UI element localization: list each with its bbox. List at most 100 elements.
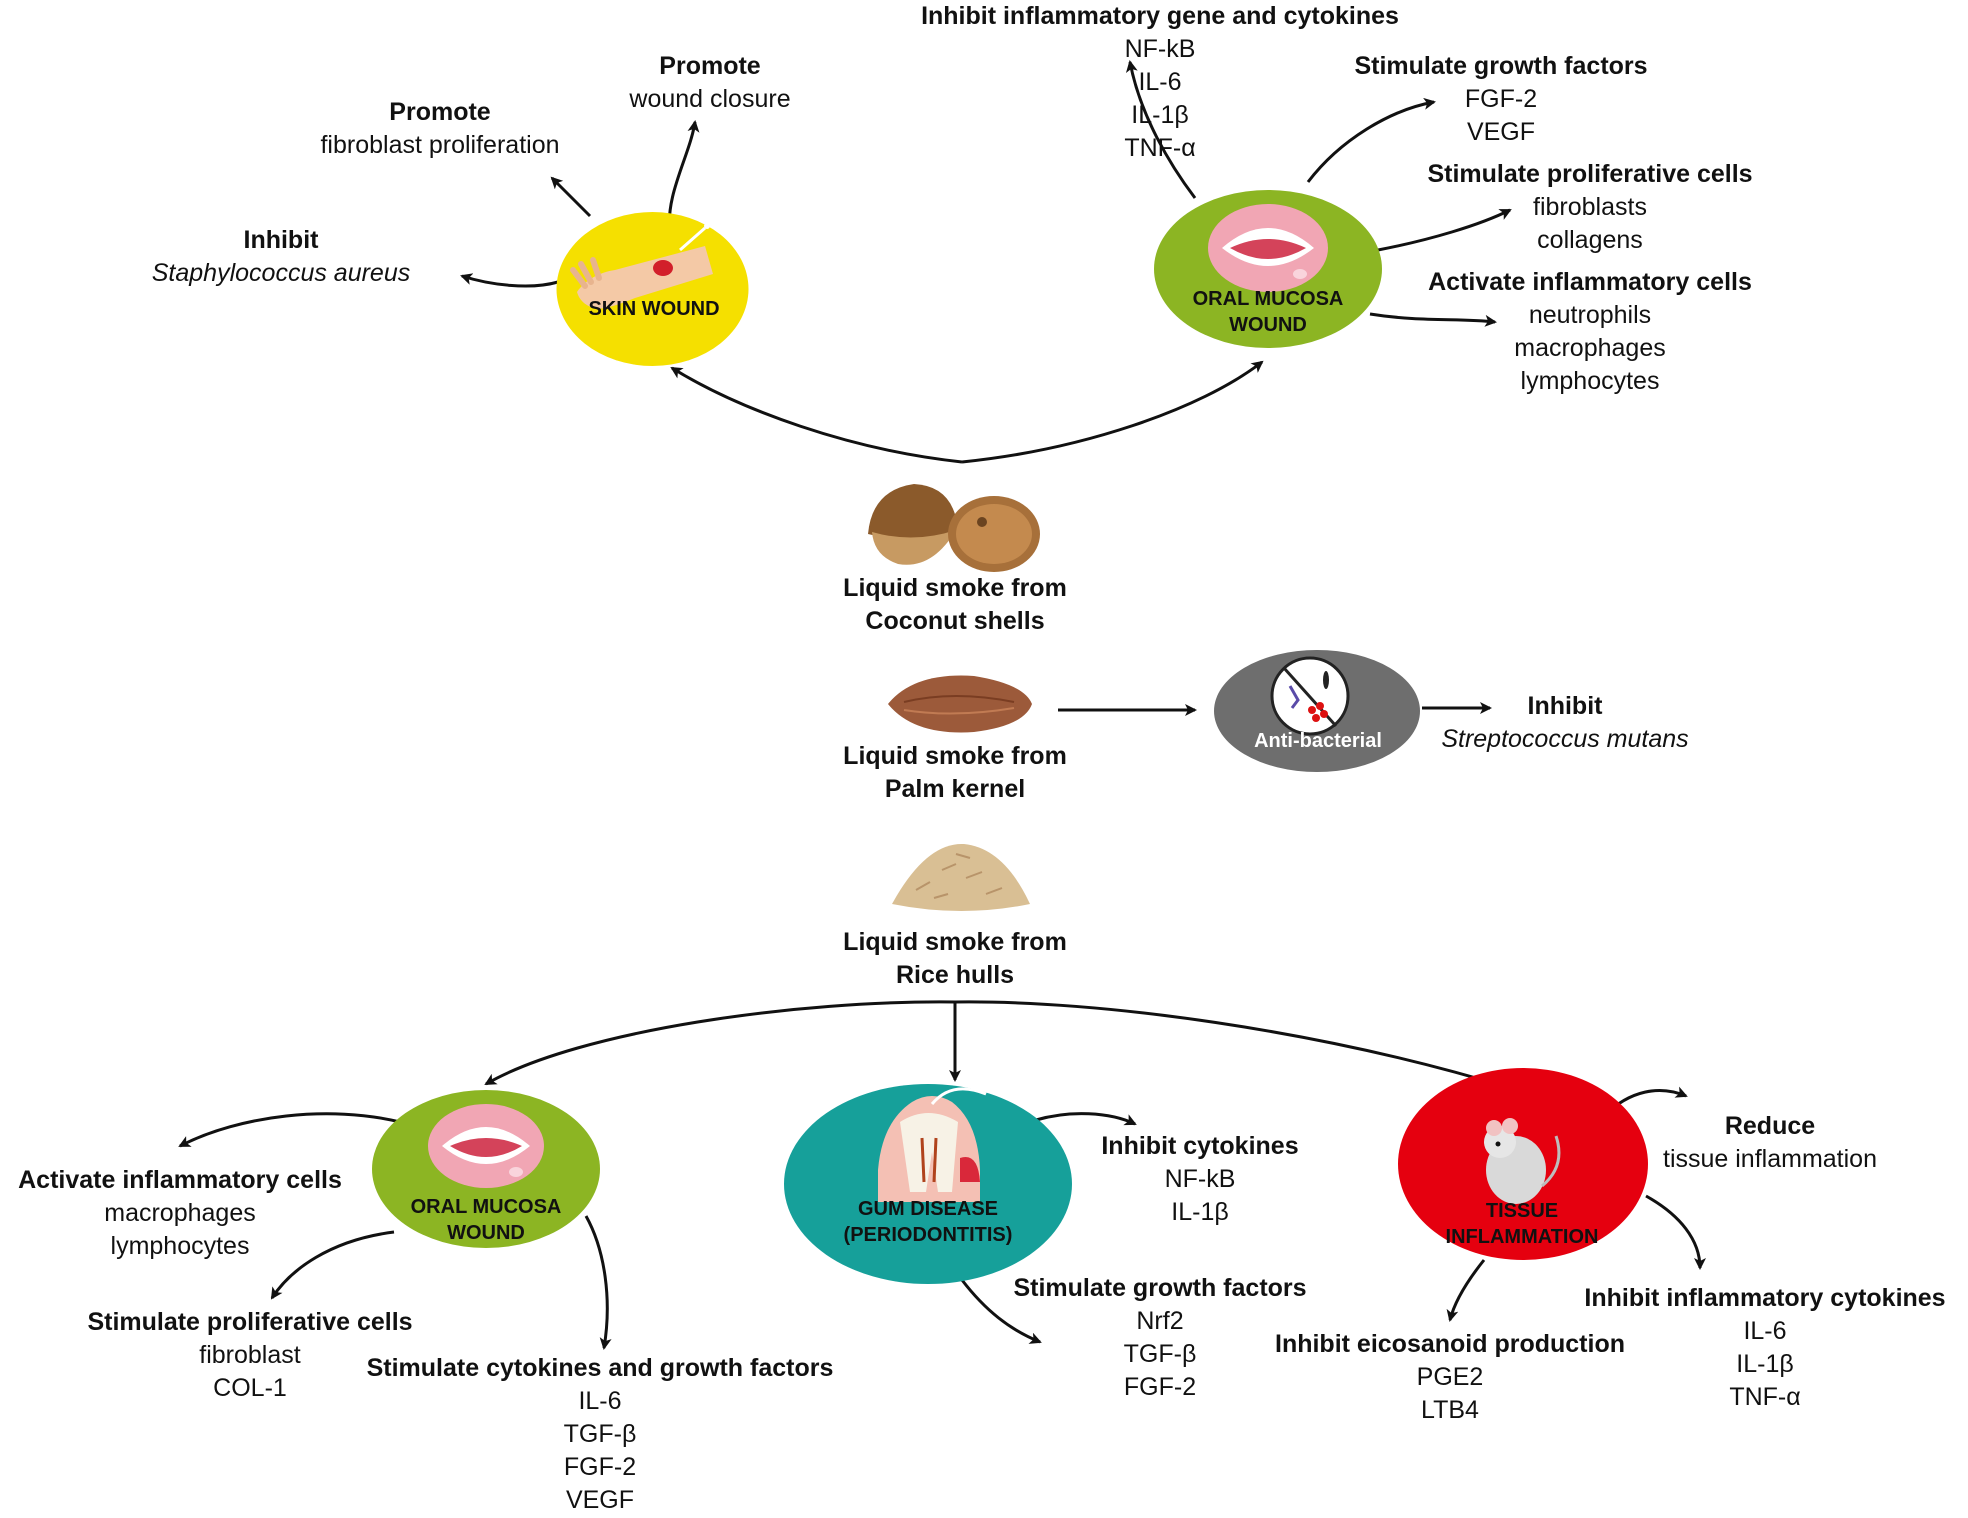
mouse-icon: [1484, 1118, 1561, 1204]
skin-effect-staph: Inhibit Staphylococcus aureus: [146, 224, 416, 290]
effect-heading: Inhibit eicosanoid production: [1275, 1330, 1625, 1358]
mouth-icon: [428, 1104, 544, 1188]
arrow-oral-bottom-to-activate: [178, 1112, 401, 1148]
mouth-icon: [1208, 204, 1328, 292]
effect-item: tissue inflammation: [1663, 1145, 1877, 1173]
effect-item: VEGF: [1466, 118, 1536, 146]
effect-heading: Activate inflammatory cells: [1428, 268, 1752, 296]
effect-heading: Stimulate proliferative cells: [87, 1308, 413, 1336]
tissue-inflammation-node: [1398, 1068, 1648, 1260]
effect-item: PGE2: [1416, 1363, 1484, 1391]
effect-heading: Stimulate cytokines and growth factors: [366, 1354, 834, 1382]
tissue-effect-cytokines: Inhibit inflammatory cytokines IL-6 IL-1…: [1566, 1282, 1964, 1414]
effect-heading: Inhibit cytokines: [1101, 1132, 1299, 1160]
oral-mucosa-bottom-node: [372, 1090, 600, 1248]
arrow-coconut-to-skin: [670, 366, 963, 464]
arrow-coconut-to-oral-top: [961, 360, 1264, 464]
oral-mucosa-top-line2: WOUND: [1229, 314, 1307, 336]
arrow-oral-top-to-prolif: [1377, 208, 1512, 252]
tissue-effect-eicosanoid: Inhibit eicosanoid production PGE2 LTB4: [1250, 1328, 1650, 1427]
effect-item: Streptococcus mutans: [1441, 725, 1689, 753]
oral-mucosa-top-label: ORAL MUCOSA WOUND: [1168, 286, 1368, 338]
rice-hulls-image: [892, 843, 1030, 911]
effect-item: TNF-α: [1729, 1383, 1801, 1411]
effect-heading: Stimulate growth factors: [1354, 52, 1648, 80]
coconut-source-line2: Coconut shells: [865, 607, 1045, 635]
effect-item: wound closure: [629, 85, 791, 113]
effect-heading: Inhibit: [1527, 692, 1603, 720]
effect-heading: Reduce: [1724, 1112, 1816, 1140]
arrow-oral-bottom-to-cyto: [584, 1215, 612, 1350]
effect-item: Staphylococcus aureus: [151, 259, 411, 287]
effect-heading: Inhibit inflammatory cytokines: [1584, 1284, 1946, 1312]
oral-mucosa-bottom-line1: ORAL MUCOSA: [410, 1196, 562, 1218]
effect-heading: Stimulate proliferative cells: [1427, 160, 1753, 188]
tissue-inflammation-line1: TISSUE: [1485, 1200, 1559, 1222]
arrow-skin-to-staph: [460, 273, 559, 288]
arrow-tissue-to-eico: [1446, 1259, 1486, 1322]
arrow-gum-to-cyto: [1035, 1112, 1137, 1126]
gum-disease-node: [784, 1084, 1072, 1284]
effect-item: COL-1: [213, 1374, 287, 1402]
arrow-tissue-to-cyto: [1645, 1194, 1706, 1270]
coconut-shell-image: [868, 484, 1040, 572]
antibacterial-node: [1214, 650, 1420, 772]
effect-item: lymphocytes: [1520, 367, 1660, 395]
effect-heading: Inhibit: [243, 226, 319, 254]
effect-item: fibroblast proliferation: [320, 131, 560, 159]
effect-item: FGF-2: [1464, 85, 1538, 113]
arrow-gum-to-growth: [960, 1279, 1042, 1344]
oral-bottom-effect-proliferative: Stimulate proliferative cells fibroblast…: [70, 1306, 430, 1405]
rice-source-line1: Liquid smoke from: [843, 928, 1067, 956]
antibacterial-label: Anti-bacterial: [1254, 730, 1382, 752]
oral-bottom-effect-cytokines: Stimulate cytokines and growth factors I…: [340, 1352, 860, 1517]
tissue-inflammation-line2: INFLAMMATION: [1445, 1226, 1599, 1248]
oral-top-effect-growth: Stimulate growth factors FGF-2 VEGF: [1336, 50, 1666, 149]
arrow-oral-top-to-inflam: [1125, 60, 1197, 199]
effect-item: IL-1β: [1171, 1198, 1229, 1226]
rice-source-line2: Rice hulls: [895, 961, 1015, 989]
skin-wound-node: [556, 212, 749, 366]
effect-item: IL-6: [1138, 68, 1182, 96]
effect-item: TGF-β: [563, 1420, 637, 1448]
effect-heading: Activate inflammatory cells: [18, 1166, 342, 1194]
effect-item: macrophages: [1514, 334, 1666, 362]
hand-icon: [570, 223, 713, 309]
skin-effect-fibroblast: Promote fibroblast proliferation: [300, 96, 580, 162]
coconut-source-line1: Liquid smoke from: [843, 574, 1067, 602]
oral-mucosa-top-line1: ORAL MUCOSA: [1192, 288, 1344, 310]
effect-item: TGF-β: [1123, 1340, 1197, 1368]
effect-heading: Inhibit inflammatory gene and cytokines: [921, 2, 1399, 30]
effect-item: fibroblast: [199, 1341, 301, 1369]
effect-item: IL-1β: [1736, 1350, 1794, 1378]
arrow-oral-top-to-growth: [1306, 97, 1436, 183]
arrow-oral-bottom-to-prolif: [270, 1230, 395, 1300]
coconut-source-label: Liquid smoke from Coconut shells: [800, 572, 1110, 638]
gum-disease-line1: GUM DISEASE: [857, 1198, 999, 1220]
effect-item: lymphocytes: [110, 1232, 250, 1260]
palm-source-line2: Palm kernel: [884, 775, 1026, 803]
effect-item: TNF-α: [1124, 134, 1196, 162]
oral-top-effect-proliferative: Stimulate proliferative cells fibroblast…: [1400, 158, 1780, 257]
arrow-rice-to-oral-bottom: [484, 1000, 956, 1086]
skin-effect-closure: Promote wound closure: [600, 50, 820, 116]
arrow-skin-to-fibroblast: [550, 176, 592, 218]
tissue-inflammation-label: TISSUE INFLAMMATION: [1404, 1198, 1640, 1250]
oral-mucosa-top-node: [1154, 190, 1382, 348]
effect-item: IL-1β: [1131, 101, 1189, 129]
palm-kernel-image: [888, 675, 1032, 733]
effect-item: Nrf2: [1136, 1307, 1184, 1335]
effect-item: NF-kB: [1124, 35, 1196, 63]
gum-effect-cytokines: Inhibit cytokines NF-kB IL-1β: [1070, 1130, 1330, 1229]
effect-heading: Promote: [659, 52, 761, 80]
effect-item: FGF-2: [563, 1453, 637, 1481]
palm-source-line1: Liquid smoke from: [843, 742, 1067, 770]
effect-item: NF-kB: [1164, 1165, 1236, 1193]
effect-item: VEGF: [565, 1486, 635, 1514]
gum-disease-line2: (PERIODONTITIS): [843, 1224, 1013, 1246]
arrow-rice-to-tissue: [954, 1000, 1512, 1091]
skin-wound-label: SKIN WOUND: [588, 298, 720, 320]
effect-item: fibroblasts: [1533, 193, 1647, 221]
